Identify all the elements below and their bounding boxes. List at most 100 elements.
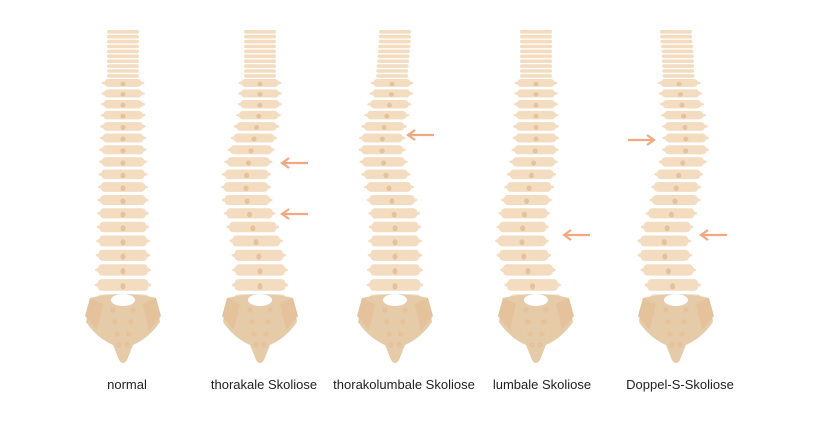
vertebra	[511, 145, 560, 155]
spinous-process	[389, 81, 395, 87]
vertebra	[363, 182, 415, 192]
vertebra	[660, 39, 693, 44]
sacral-foramen	[398, 331, 404, 337]
vertebra	[235, 110, 282, 120]
vertebra	[367, 249, 423, 261]
vertebra	[509, 157, 558, 167]
vertebra	[226, 221, 280, 233]
vertebra	[364, 110, 410, 120]
curvature-arrows	[280, 129, 727, 241]
vertebra	[520, 74, 552, 78]
vertebra	[640, 264, 697, 276]
vertebra	[244, 59, 276, 63]
vertebra	[95, 264, 151, 276]
vertebral-body	[660, 44, 693, 49]
vertebra	[107, 39, 139, 44]
vertebra	[640, 221, 694, 233]
vertebra	[661, 59, 694, 63]
sacral-foramen	[263, 331, 269, 337]
vertebral-body	[244, 39, 276, 44]
vertebra	[221, 194, 273, 206]
spinous-process	[661, 239, 667, 246]
sacral-foramen	[539, 331, 545, 337]
spinous-process	[664, 225, 670, 232]
spinous-process	[120, 136, 126, 142]
vertebra	[659, 100, 705, 109]
vertebra	[378, 34, 411, 39]
vertebra	[520, 39, 552, 44]
spinous-process	[682, 125, 688, 130]
vertebral-body	[378, 34, 411, 39]
spinal-canal-opening	[111, 294, 135, 306]
spinous-process	[383, 172, 389, 179]
vertebra	[107, 44, 139, 49]
spine-normal	[85, 30, 161, 363]
spinous-process	[120, 225, 126, 232]
spinous-process	[120, 81, 126, 87]
vertebra	[99, 145, 147, 155]
vertebra	[378, 39, 411, 44]
sacral-foramen	[529, 342, 535, 348]
sacral-foramen	[116, 342, 122, 348]
sacrum	[222, 294, 298, 363]
ilium-left	[637, 298, 656, 330]
vertebral-body	[107, 49, 139, 54]
vertebral-body	[107, 39, 139, 44]
spinous-process	[381, 160, 387, 166]
vertebral-body	[107, 69, 139, 73]
vertebra	[99, 122, 147, 131]
sacral-foramen	[251, 331, 257, 337]
vertebra	[220, 182, 272, 192]
vertebra	[662, 64, 695, 68]
vertebral-body	[520, 34, 552, 39]
sacrum	[357, 294, 433, 363]
vertebral-body	[520, 64, 552, 68]
vertebral-body	[661, 54, 694, 59]
vertebral-body	[244, 34, 276, 39]
spinous-process	[683, 136, 689, 142]
vertebra	[376, 69, 409, 73]
vertebra	[512, 122, 560, 131]
vertebra	[244, 49, 276, 54]
spinous-process	[520, 225, 526, 232]
vertebra	[366, 194, 418, 206]
vertebra	[230, 133, 278, 143]
vertebra	[361, 122, 408, 131]
spinous-process	[379, 136, 385, 142]
vertebra	[101, 79, 145, 87]
sacral-foramen	[543, 307, 549, 313]
sacral-foramen	[265, 319, 271, 325]
spinous-process	[257, 102, 263, 108]
vertebra	[107, 49, 139, 54]
vertebra	[107, 34, 139, 39]
spinous-process	[256, 113, 262, 119]
vertebra	[660, 30, 692, 34]
spinous-process	[244, 198, 250, 205]
vertebra	[658, 89, 703, 98]
spinous-process	[672, 198, 678, 205]
vertebral-body	[520, 44, 552, 49]
sacral-foramen	[124, 342, 130, 348]
spinous-process	[392, 283, 398, 290]
spinous-process	[245, 160, 251, 166]
vertebra	[520, 49, 552, 54]
vertebra	[637, 249, 693, 261]
spinal-canal-opening	[383, 294, 407, 306]
spinous-process	[256, 253, 262, 260]
vertebral-body	[661, 49, 694, 54]
spinous-process	[531, 160, 537, 166]
vertebra	[498, 208, 551, 219]
vertebra	[107, 64, 139, 68]
spinous-process	[519, 239, 525, 246]
vertebral-body	[376, 64, 409, 68]
sacral-foramen	[247, 307, 253, 313]
vertebra	[662, 74, 695, 78]
spinous-process	[384, 113, 390, 119]
vertebra	[378, 44, 411, 49]
vertebra	[501, 194, 553, 206]
vertebral-body	[244, 59, 276, 63]
spinous-process	[680, 160, 686, 166]
spinous-process	[257, 268, 263, 275]
sacrum-bone	[86, 294, 160, 363]
sacrum-bone	[223, 294, 297, 363]
